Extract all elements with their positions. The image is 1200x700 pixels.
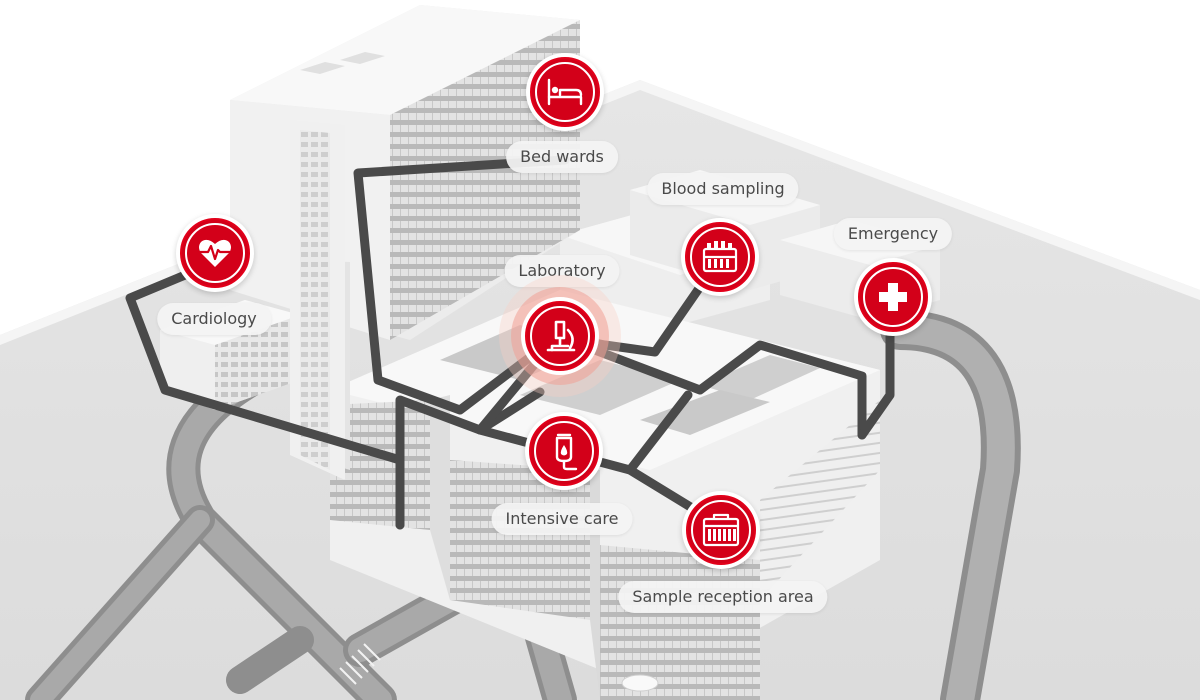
microscope-icon (546, 320, 576, 352)
bed-icon (547, 78, 583, 106)
label-laboratory: Laboratory (504, 255, 620, 287)
path-ic-link (625, 390, 693, 475)
label-intensive-care: Intensive care (491, 503, 633, 535)
courtyard-2 (520, 360, 680, 415)
sample-reception-button[interactable] (682, 491, 760, 569)
label-bed-wards: Bed wards (506, 141, 618, 173)
label-blood-sampling: Blood sampling (647, 173, 799, 205)
iv-drip-icon (555, 433, 578, 471)
path-lab-loop (553, 331, 867, 440)
bed-wards-button[interactable] (526, 53, 604, 131)
path-intensive (395, 387, 545, 530)
path-bed-wards (353, 155, 570, 415)
label-emergency: Emergency (833, 218, 953, 250)
label-sample-reception: Sample reception area (618, 581, 828, 613)
courtyard-4 (640, 390, 770, 435)
label-cardiology: Cardiology (157, 303, 271, 335)
sample-rack-icon (702, 513, 740, 547)
cross-icon (879, 283, 907, 311)
blood-tubes-icon (702, 241, 738, 273)
crosswalk (339, 643, 381, 685)
connection-paths (125, 155, 895, 530)
courtyard-3 (700, 355, 820, 400)
intensive-care-button[interactable] (525, 412, 603, 490)
emergency-button[interactable] (854, 258, 932, 336)
car (621, 674, 659, 692)
heart-pulse-icon (199, 239, 231, 267)
blood-sampling-button[interactable] (681, 218, 759, 296)
cardiology-button[interactable] (176, 214, 254, 292)
laboratory-button[interactable] (521, 297, 599, 375)
